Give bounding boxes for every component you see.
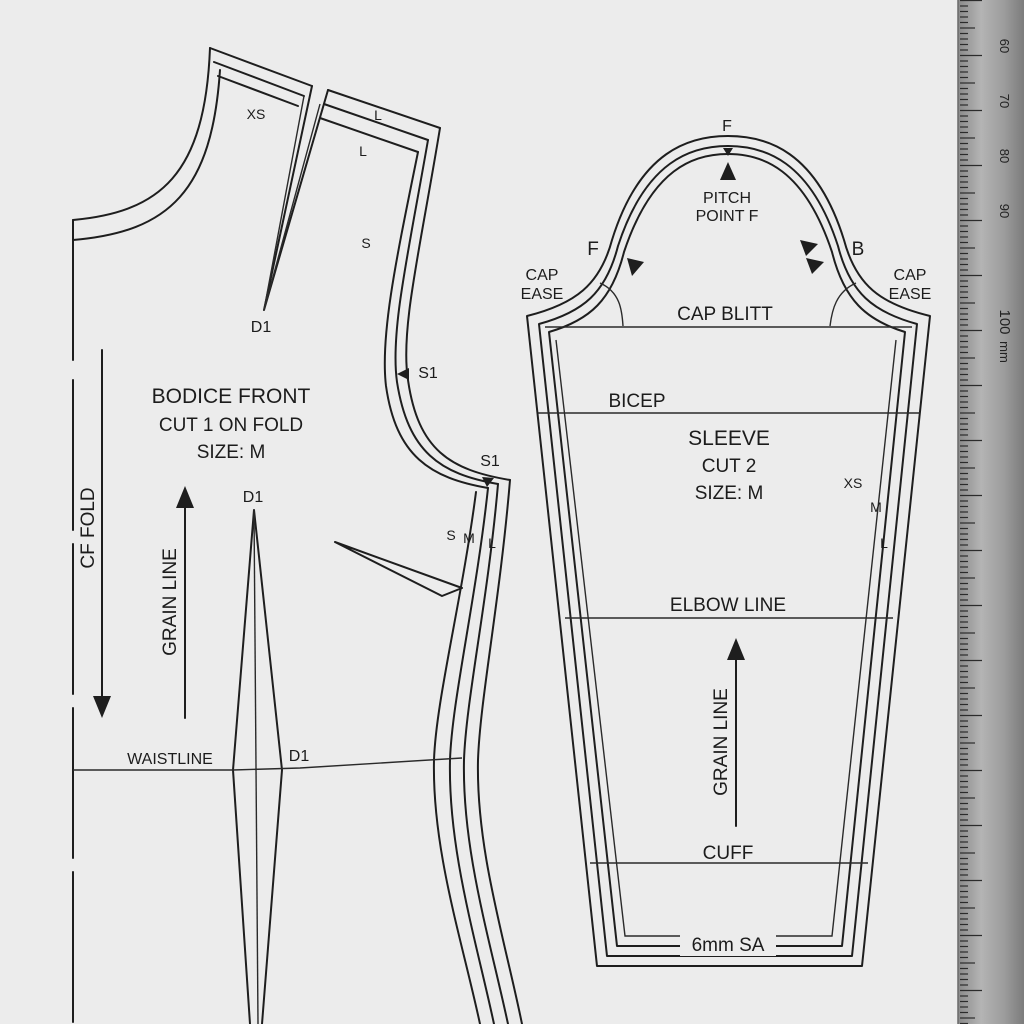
bodice-grain-label: GRAIN LINE [160, 548, 181, 656]
sleeve-size-mark-xs: XS [844, 475, 863, 491]
cap-line-label: CAP BLITT [677, 304, 773, 325]
bodice-grain-arrowhead [176, 486, 194, 508]
sa-label-bg [680, 934, 776, 956]
front-notch [627, 258, 644, 276]
elbow-label: ELBOW LINE [670, 595, 786, 616]
notch-label-side: S1 [480, 453, 500, 470]
sleeve-grain-arrowhead [727, 638, 745, 660]
sleeve-size-mark-m: M [870, 499, 882, 515]
size-mark-side-m: M [463, 530, 475, 546]
size-mark-neck-l1: L [374, 107, 382, 123]
cap-ease-right-1: CAP [894, 267, 927, 284]
cap-ease-right-2: EASE [889, 286, 932, 303]
waistline [73, 757, 463, 771]
sleeve-piece: F PITCH POINT F F B CAP EASE CAP EASE CA… [521, 118, 932, 967]
back-notch-1 [800, 240, 818, 256]
cf-fold-arrowhead [93, 696, 111, 718]
sleeve-cut: CUT 2 [702, 456, 757, 477]
sleeve-size: SIZE: M [695, 483, 764, 504]
neckline-outer [72, 47, 211, 221]
cf-fold-label: CF FOLD [78, 487, 99, 568]
side-seam-outer [476, 479, 523, 1024]
bodice-front-piece: BODICE FRONT CUT 1 ON FOLD SIZE: M CF FO… [72, 47, 523, 1024]
cap-ease-arc-left [599, 282, 624, 327]
shoulder-line-left-3 [217, 75, 299, 107]
pitch-notch [720, 162, 736, 180]
back-mark: B [852, 239, 865, 260]
size-mark-neck-xs: XS [247, 106, 266, 122]
sleeve-outline-inner [548, 153, 906, 947]
sleeve-top-mark: F [722, 118, 732, 135]
ruler-label-100: 100 [996, 309, 1013, 334]
size-mark-shoulder-s: S [361, 235, 370, 251]
neckline-inner [72, 69, 221, 241]
pitch-point-label-1: PITCH [703, 190, 751, 207]
cuff-label: CUFF [703, 843, 754, 864]
sleeve-size-mark-l: L [880, 535, 888, 551]
shoulder-line-right-3 [319, 117, 419, 153]
bodice-size: SIZE: M [197, 442, 266, 463]
side-seam-mid [462, 483, 509, 1024]
shoulder-line-left-2 [213, 61, 305, 97]
bodice-cut: CUT 1 ON FOLD [159, 415, 303, 436]
size-mark-neck-l2: L [359, 143, 367, 159]
ruler-label-70: 70 [997, 94, 1012, 108]
armhole-mid [394, 139, 499, 485]
sleeve-grain-label: GRAIN LINE [711, 688, 732, 796]
ruler-unit: mm [997, 341, 1012, 363]
top-notch [723, 148, 733, 156]
cap-ease-left-1: CAP [526, 267, 559, 284]
cap-ease-arc-right [829, 282, 857, 327]
ruler-label-90: 90 [997, 204, 1012, 218]
sleeve-title: SLEEVE [688, 427, 770, 450]
ruler-ticks [960, 0, 982, 1024]
waist-dart-center [253, 509, 259, 1024]
ruler-label-60: 60 [997, 39, 1012, 53]
notch-side [482, 477, 494, 487]
bodice-title: BODICE FRONT [152, 385, 311, 408]
size-mark-side-s: S [446, 527, 455, 543]
shoulder-line-left-1 [209, 47, 313, 87]
notch-armhole [397, 368, 409, 380]
shoulder-line-right-2 [323, 103, 429, 141]
cap-ease-left-2: EASE [521, 286, 564, 303]
shoulder-dart-inner [263, 95, 321, 311]
sleeve-outline-outer [526, 135, 931, 967]
dart-label-waist: D1 [289, 748, 310, 765]
bust-dart [334, 541, 463, 597]
dart-label-shoulder: D1 [251, 319, 272, 336]
waistline-label: WAISTLINE [127, 751, 213, 768]
ruler-label-80: 80 [997, 149, 1012, 163]
notch-label-armhole: S1 [418, 365, 438, 382]
armhole-outer [405, 127, 511, 481]
ruler: 60 70 80 90 100 mm [957, 0, 1024, 1024]
pitch-point-label-2: POINT F [696, 208, 759, 225]
bicep-label: BICEP [608, 391, 665, 412]
seam-allowance-label: 6mm SA [692, 935, 765, 956]
front-mark: F [587, 239, 599, 260]
size-mark-side-l: L [488, 535, 496, 551]
shoulder-line-right-1 [327, 89, 441, 129]
sleeve-outline-mid [538, 145, 918, 957]
armhole-inner [383, 151, 489, 489]
back-notch-2 [806, 258, 824, 274]
dart-label-waist-top: D1 [243, 489, 264, 506]
side-seam-inner [448, 487, 495, 1024]
